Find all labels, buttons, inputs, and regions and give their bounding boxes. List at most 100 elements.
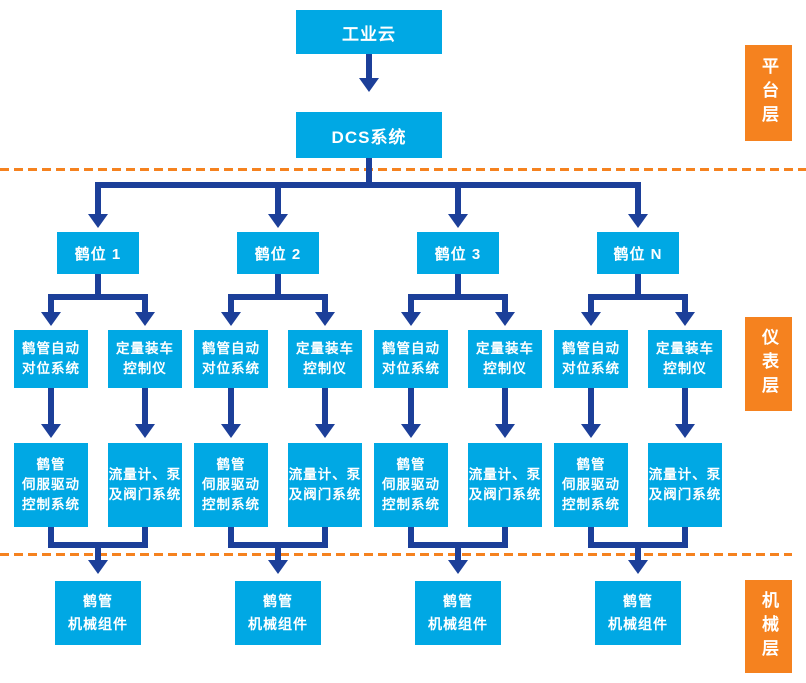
node-quantitative-loading-controller: 定量装车 控制仪: [468, 330, 542, 388]
crane-bay-group: 鹤位 3 鹤管自动 对位系统 定量装车 控制仪 鹤管 伺服驱动 控制系统 流量计…: [360, 0, 556, 683]
connector-line: [635, 182, 641, 215]
arrow-down-icon: [41, 312, 61, 326]
node-loading-arm-alignment-system: 鹤管自动 对位系统: [14, 330, 88, 388]
connector-line: [142, 388, 148, 425]
connector-line: [588, 294, 594, 313]
connector-line: [95, 274, 101, 298]
node-dcs-system: DCS系统: [296, 112, 442, 158]
connector-line: [275, 182, 281, 215]
arrow-down-icon: [675, 424, 695, 438]
connector-line: [228, 294, 234, 313]
connector-line: [682, 388, 688, 425]
arrow-down-icon: [401, 312, 421, 326]
connector-line: [228, 294, 328, 300]
connector-line: [635, 542, 641, 561]
node-loading-arm-alignment-system: 鹤管自动 对位系统: [374, 330, 448, 388]
connector-line: [228, 388, 234, 425]
node-servo-drive-control-system: 鹤管 伺服驱动 控制系统: [374, 443, 448, 527]
layer-divider-dashed-line: [0, 553, 792, 556]
connector-line: [408, 388, 414, 425]
connector-line: [408, 527, 414, 548]
node-flowmeter-pump-valve-system: 流量计、泵 及阀门系统: [468, 443, 542, 527]
layer-label-instrument: 仪表层: [745, 317, 792, 411]
arrow-down-icon: [88, 214, 108, 228]
connector-line: [322, 388, 328, 425]
arrow-down-icon: [581, 424, 601, 438]
connector-line: [408, 294, 508, 300]
connector-line: [366, 158, 372, 186]
connector-line: [142, 294, 148, 313]
arrow-down-icon: [581, 312, 601, 326]
arrow-down-icon: [495, 312, 515, 326]
node-loading-arm-alignment-system: 鹤管自动 对位系统: [554, 330, 628, 388]
crane-bay-group: 鹤位 N 鹤管自动 对位系统 定量装车 控制仪 鹤管 伺服驱动 控制系统 流量计…: [540, 0, 736, 683]
arrow-down-icon: [675, 312, 695, 326]
connector-line: [502, 388, 508, 425]
connector-line: [588, 527, 594, 548]
node-loading-arm-mechanical-assembly: 鹤管 机械组件: [55, 581, 141, 645]
node-flowmeter-pump-valve-system: 流量计、泵 及阀门系统: [288, 443, 362, 527]
arrow-down-icon: [448, 214, 468, 228]
arrow-down-icon: [135, 312, 155, 326]
node-crane-position: 鹤位 2: [237, 232, 319, 274]
arrow-down-icon: [135, 424, 155, 438]
connector-line: [455, 182, 461, 215]
connector-line: [48, 294, 54, 313]
node-loading-arm-mechanical-assembly: 鹤管 机械组件: [595, 581, 681, 645]
node-crane-position: 鹤位 1: [57, 232, 139, 274]
connector-line: [682, 527, 688, 548]
node-servo-drive-control-system: 鹤管 伺服驱动 控制系统: [194, 443, 268, 527]
arrow-down-icon: [495, 424, 515, 438]
connector-bus-line: [95, 182, 641, 188]
connector-line: [228, 527, 234, 548]
connector-line: [95, 542, 101, 561]
arrow-down-icon: [315, 424, 335, 438]
node-servo-drive-control-system: 鹤管 伺服驱动 控制系统: [554, 443, 628, 527]
layer-divider-dashed-line: [0, 168, 806, 171]
connector-line: [48, 527, 54, 548]
node-loading-arm-mechanical-assembly: 鹤管 机械组件: [415, 581, 501, 645]
node-quantitative-loading-controller: 定量装车 控制仪: [648, 330, 722, 388]
arrow-down-icon: [221, 424, 241, 438]
connector-line: [455, 274, 461, 298]
arrow-down-icon: [448, 560, 468, 574]
arrow-down-icon: [268, 560, 288, 574]
node-quantitative-loading-controller: 定量装车 控制仪: [108, 330, 182, 388]
connector-line: [502, 527, 508, 548]
node-loading-arm-alignment-system: 鹤管自动 对位系统: [194, 330, 268, 388]
layer-label-platform: 平台层: [745, 45, 792, 141]
connector-line: [95, 182, 101, 215]
connector-line: [275, 274, 281, 298]
connector-line: [588, 388, 594, 425]
connector-line: [366, 53, 372, 79]
connector-line: [142, 527, 148, 548]
connector-line: [275, 542, 281, 561]
connector-line: [322, 527, 328, 548]
arrow-down-icon: [401, 424, 421, 438]
arrow-down-icon: [315, 312, 335, 326]
arrow-down-icon: [628, 214, 648, 228]
arrow-down-icon: [628, 560, 648, 574]
layer-label-mechanical: 机械层: [745, 580, 792, 673]
connector-line: [408, 294, 414, 313]
crane-bay-group: 鹤位 2 鹤管自动 对位系统 定量装车 控制仪 鹤管 伺服驱动 控制系统 流量计…: [180, 0, 376, 683]
arrow-down-icon: [221, 312, 241, 326]
connector-line: [635, 274, 641, 298]
connector-line: [455, 542, 461, 561]
crane-bay-group: 鹤位 1 鹤管自动 对位系统 定量装车 控制仪 鹤管 伺服驱动 控制系统 流量计…: [0, 0, 196, 683]
node-crane-position: 鹤位 3: [417, 232, 499, 274]
node-loading-arm-mechanical-assembly: 鹤管 机械组件: [235, 581, 321, 645]
arrow-down-icon: [41, 424, 61, 438]
connector-line: [48, 388, 54, 425]
node-flowmeter-pump-valve-system: 流量计、泵 及阀门系统: [648, 443, 722, 527]
connector-line: [502, 294, 508, 313]
connector-line: [682, 294, 688, 313]
connector-line: [48, 294, 148, 300]
node-servo-drive-control-system: 鹤管 伺服驱动 控制系统: [14, 443, 88, 527]
connector-line: [322, 294, 328, 313]
node-flowmeter-pump-valve-system: 流量计、泵 及阀门系统: [108, 443, 182, 527]
node-industrial-cloud: 工业云: [296, 10, 442, 54]
arrow-down-icon: [88, 560, 108, 574]
node-quantitative-loading-controller: 定量装车 控制仪: [288, 330, 362, 388]
